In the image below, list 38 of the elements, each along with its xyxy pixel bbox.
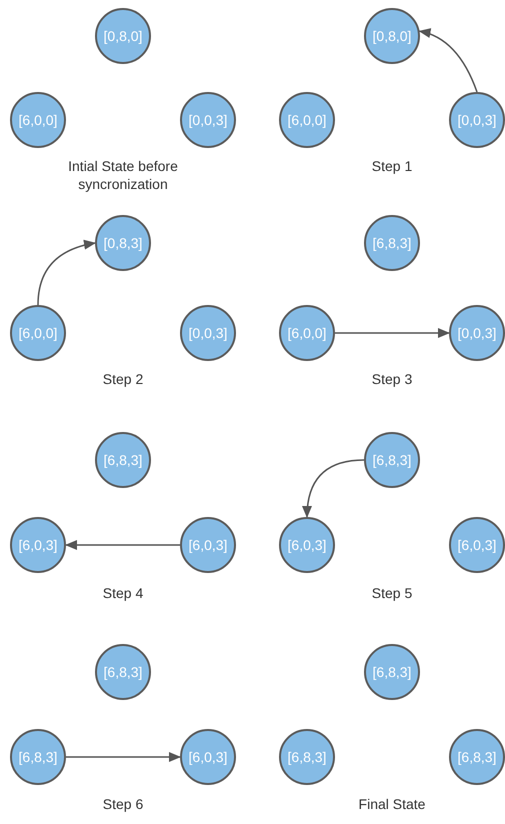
state-vector: [6,8,3]	[372, 452, 412, 468]
state-vector: [6,0,3]	[458, 537, 496, 553]
state-vector: [0,8,0]	[372, 28, 412, 44]
state-vector: [6,8,3]	[104, 664, 142, 680]
state-vector: [0,0,3]	[458, 112, 496, 128]
state-vector: [6,8,3]	[372, 235, 412, 251]
state-vector: [0,8,0]	[104, 28, 142, 44]
state-vector: [6,0,0]	[18, 325, 58, 341]
state-vector: [6,8,3]	[372, 664, 412, 680]
arrow	[302, 459, 364, 518]
step-caption: Step 4	[102, 584, 144, 602]
state-vector: [0,0,3]	[458, 325, 496, 341]
arrow	[335, 328, 450, 338]
state-vector: [0,0,3]	[188, 325, 228, 341]
state-vector: [6,0,3]	[18, 537, 58, 553]
arrow	[66, 752, 181, 762]
arrow	[418, 28, 478, 92]
step-caption: Step 2	[102, 370, 144, 388]
step-caption: Step 5	[370, 584, 414, 602]
state-vector: [6,0,0]	[288, 112, 326, 128]
step-caption: Intial State before syncronization	[67, 157, 179, 193]
state-vector: [6,0,3]	[188, 537, 228, 553]
state-vector: [6,0,0]	[18, 112, 58, 128]
state-vector: [6,8,3]	[288, 749, 326, 765]
step-caption: Step 3	[370, 370, 414, 388]
step-caption: Final State	[358, 795, 426, 813]
state-vector: [6,8,3]	[104, 452, 142, 468]
state-vector: [6,0,3]	[288, 537, 326, 553]
state-vector: [6,8,3]	[18, 749, 58, 765]
state-vector: [6,0,3]	[188, 749, 228, 765]
state-vector: [0,8,3]	[104, 235, 142, 251]
step-caption: Step 6	[102, 795, 144, 813]
arrow	[37, 240, 96, 306]
state-vector: [6,8,3]	[458, 749, 496, 765]
arrow	[65, 540, 180, 550]
state-vector: [0,0,3]	[188, 112, 228, 128]
state-vector: [6,0,0]	[288, 325, 326, 341]
step-caption: Step 1	[370, 157, 414, 175]
